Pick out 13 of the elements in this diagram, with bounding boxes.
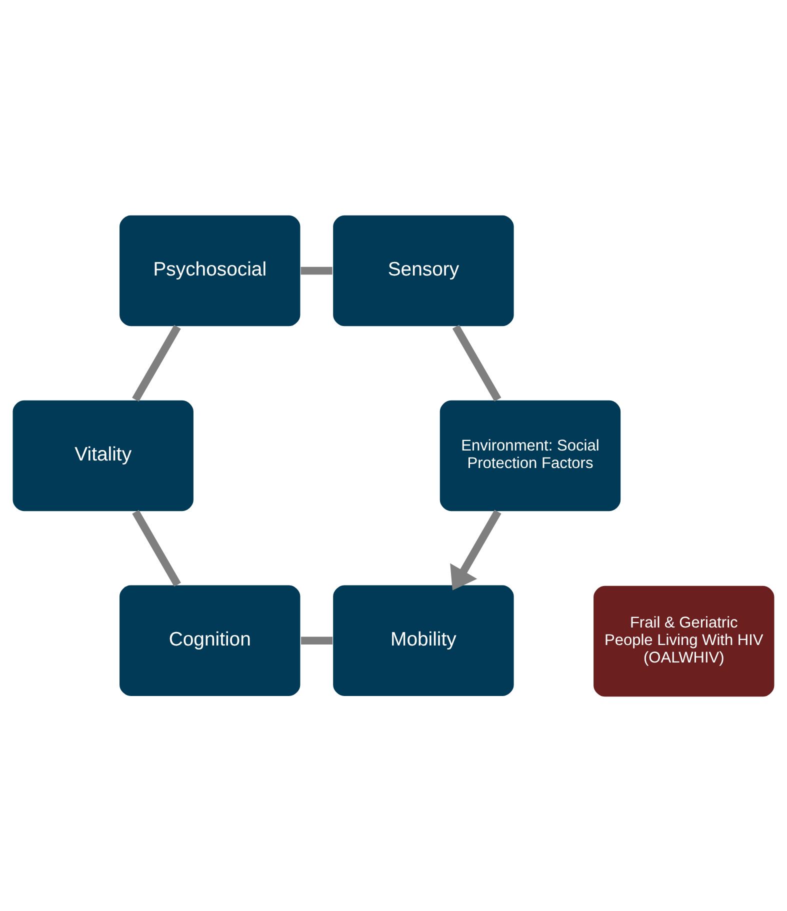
connector (132, 509, 181, 586)
node-box: Cognition (118, 584, 302, 696)
connector (452, 324, 502, 402)
connector (132, 324, 181, 402)
node-box: Environment: Social Protection Factors (438, 398, 622, 512)
connector (301, 636, 333, 644)
node-box: Psychosocial (118, 214, 302, 327)
node-box: Vitality (12, 398, 194, 512)
connector (300, 266, 332, 274)
arrow (450, 509, 502, 590)
node-box: Frail & Geriatric People Living With HIV (OALWHIV) (592, 584, 776, 698)
node-box: Mobility (332, 584, 515, 696)
node-box: Sensory (332, 214, 515, 327)
